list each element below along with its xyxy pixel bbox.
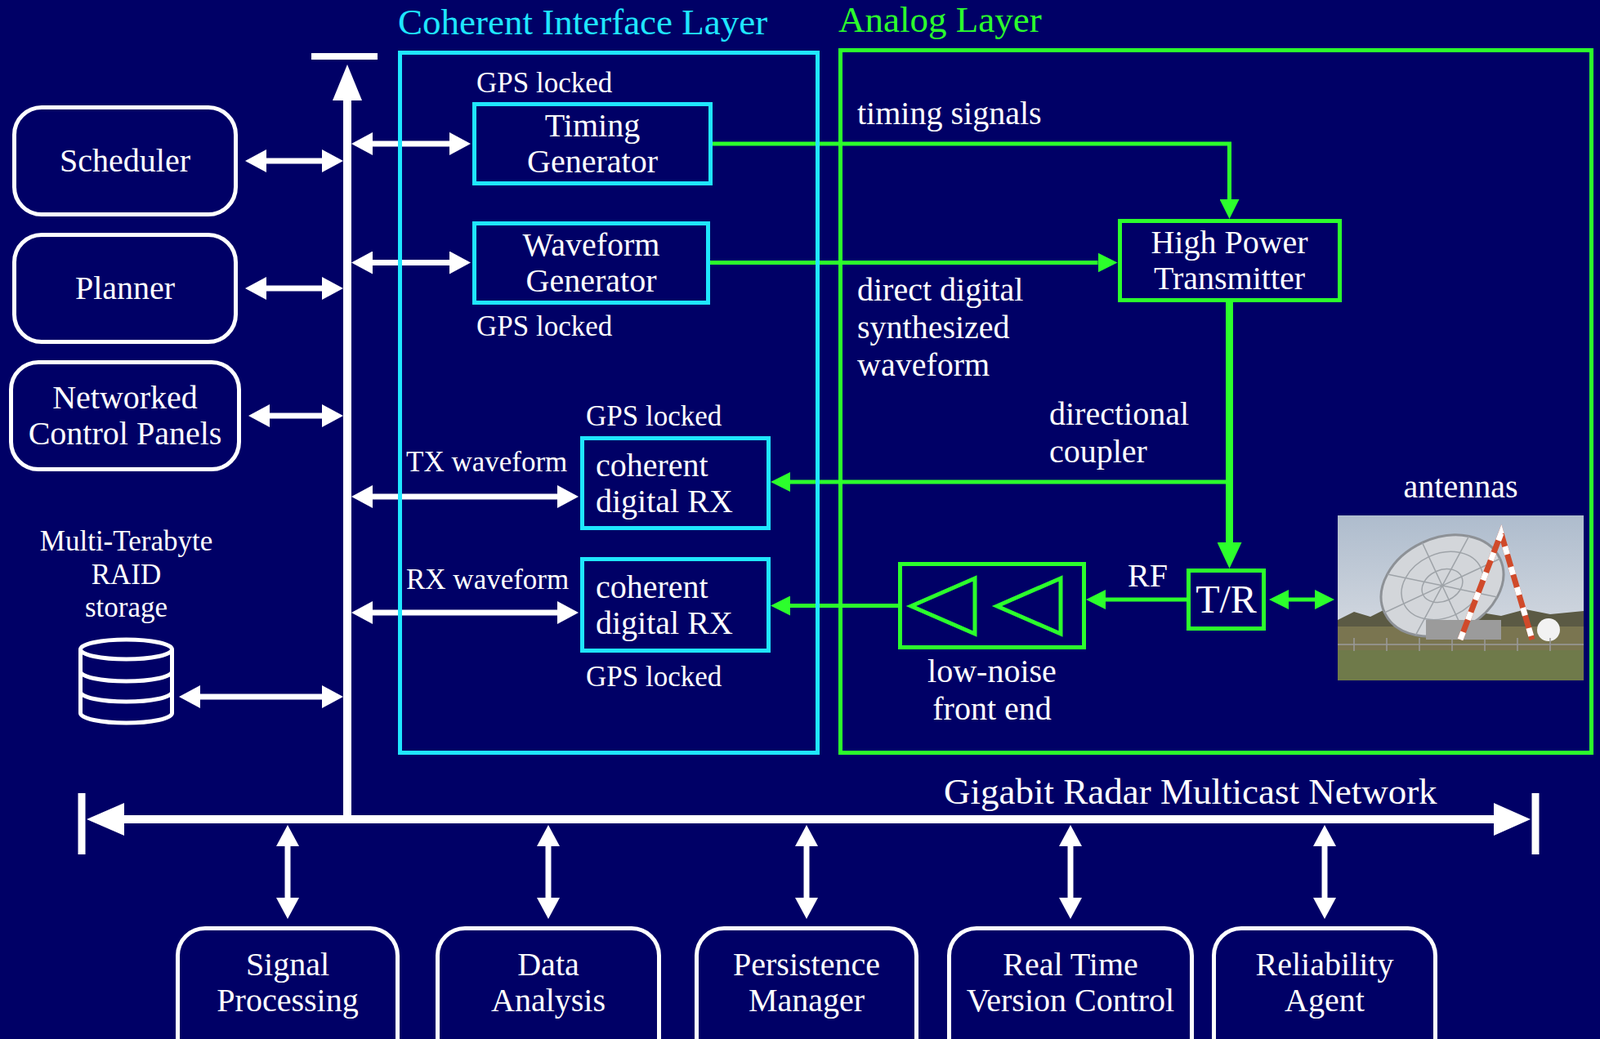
signal-arrow: [1288, 598, 1315, 603]
signal-arrow: [790, 603, 899, 608]
heading-label: GPS locked: [585, 661, 722, 694]
box-label: Scheduler: [59, 143, 191, 179]
dome: [1537, 618, 1560, 642]
signal-label: directional coupler: [1049, 395, 1213, 471]
software-module: Networked Control Panels: [8, 360, 242, 472]
bus-link: [1068, 846, 1074, 899]
heading-label: GPS locked: [476, 310, 613, 344]
heading-label: antennas: [1379, 468, 1543, 506]
signal-arrow: [710, 260, 1099, 265]
box-label: Waveform Generator: [505, 227, 678, 300]
heading-label: Multi-Terabyte RAID storage: [32, 525, 221, 625]
bus-arrowheads: [86, 64, 1531, 836]
signal-label: timing signals: [857, 94, 1042, 133]
bus-link: [1322, 846, 1328, 899]
storage-unit: Multi-Terabyte RAID storage: [76, 637, 176, 727]
bus-link: [372, 259, 450, 266]
signal-label: RX waveform: [406, 563, 569, 597]
bus-lines: [81, 56, 1536, 855]
heading-label: GPS locked: [476, 67, 613, 100]
layer-frame: Coherent Interface LayerGPS lockedTiming…: [397, 50, 820, 756]
box-label: coherent digital RX: [595, 569, 760, 642]
network-bus-lines: [73, 44, 1545, 863]
bus-link: [372, 141, 450, 148]
sky: [1337, 515, 1584, 681]
box-label: Persistence Manager: [720, 947, 893, 1019]
software-module: Persistence Manager: [694, 926, 919, 1039]
heading-label: GPS locked: [585, 400, 722, 434]
bus-link: [266, 158, 322, 165]
a-frame: [1460, 533, 1533, 640]
signal-label: RF: [1127, 557, 1168, 595]
box-label: Reliability Agent: [1242, 947, 1407, 1019]
antenna-photo: [1337, 515, 1584, 681]
heading-label: Coherent Interface Layer: [397, 1, 768, 45]
network-bus: Gigabit Radar Multicast Network: [73, 44, 1545, 863]
coherent-unit: GPS lockedcoherent digital RX: [580, 436, 771, 531]
bus-link: [269, 413, 322, 420]
signal-label: TX waveform: [406, 446, 568, 479]
software-module: Scheduler: [12, 105, 238, 217]
box-label: Planner: [75, 270, 175, 307]
box-label: Networked Control Panels: [22, 379, 228, 452]
layer-frame: Analog LayerHigh Power TransmitterT/R lo…: [838, 48, 1594, 756]
grass: [1337, 650, 1584, 681]
heading-label: low-noise front end: [910, 652, 1074, 729]
bus-link: [200, 694, 322, 701]
antenna-photo: antennas: [1337, 515, 1584, 681]
amplifier-triangles: [911, 578, 1061, 635]
box-label: Signal Processing: [205, 947, 370, 1019]
box-label: High Power Transmitter: [1131, 224, 1328, 297]
heading-label: Analog Layer: [838, 0, 1042, 42]
bus-link: [804, 846, 810, 899]
bus-link: [285, 846, 291, 899]
box-label: coherent digital RX: [595, 447, 760, 520]
bus-link: [545, 846, 552, 899]
analog-unit: High Power Transmitter: [1117, 218, 1342, 303]
software-module: Real Time Version Control: [947, 926, 1194, 1039]
box-label: T/R: [1195, 578, 1257, 622]
coherent-unit: Waveform GeneratorGPS locked: [472, 221, 711, 305]
dish: [1364, 515, 1520, 656]
amplifier-symbols: [902, 566, 1082, 646]
box-label: Data Analysis: [474, 947, 622, 1019]
signal-label: direct digital synthesized waveform: [857, 271, 1046, 385]
coherent-unit: coherent digital RXGPS locked: [580, 557, 771, 653]
analog-unit: T/R: [1186, 568, 1266, 631]
signal-arrow: [790, 302, 1230, 483]
coherent-unit: GPS lockedTiming Generator: [472, 102, 713, 186]
signal-arrow: [1105, 598, 1187, 603]
storage-cylinder: [76, 637, 176, 727]
heading-label: Gigabit Radar Multicast Network: [943, 771, 1438, 814]
software-module: Signal Processing: [175, 926, 400, 1039]
software-module: Reliability Agent: [1211, 926, 1438, 1039]
cylinder-outline: [80, 639, 173, 724]
box-label: Real Time Version Control: [960, 947, 1181, 1019]
software-module: Planner: [12, 232, 238, 345]
fence: [1337, 638, 1584, 652]
software-module: Data Analysis: [435, 926, 662, 1039]
signal-arrow: [712, 143, 1230, 200]
bus-link: [266, 286, 322, 292]
amplifier-box: low-noise front end: [898, 562, 1087, 650]
box-label: Timing Generator: [506, 107, 679, 180]
